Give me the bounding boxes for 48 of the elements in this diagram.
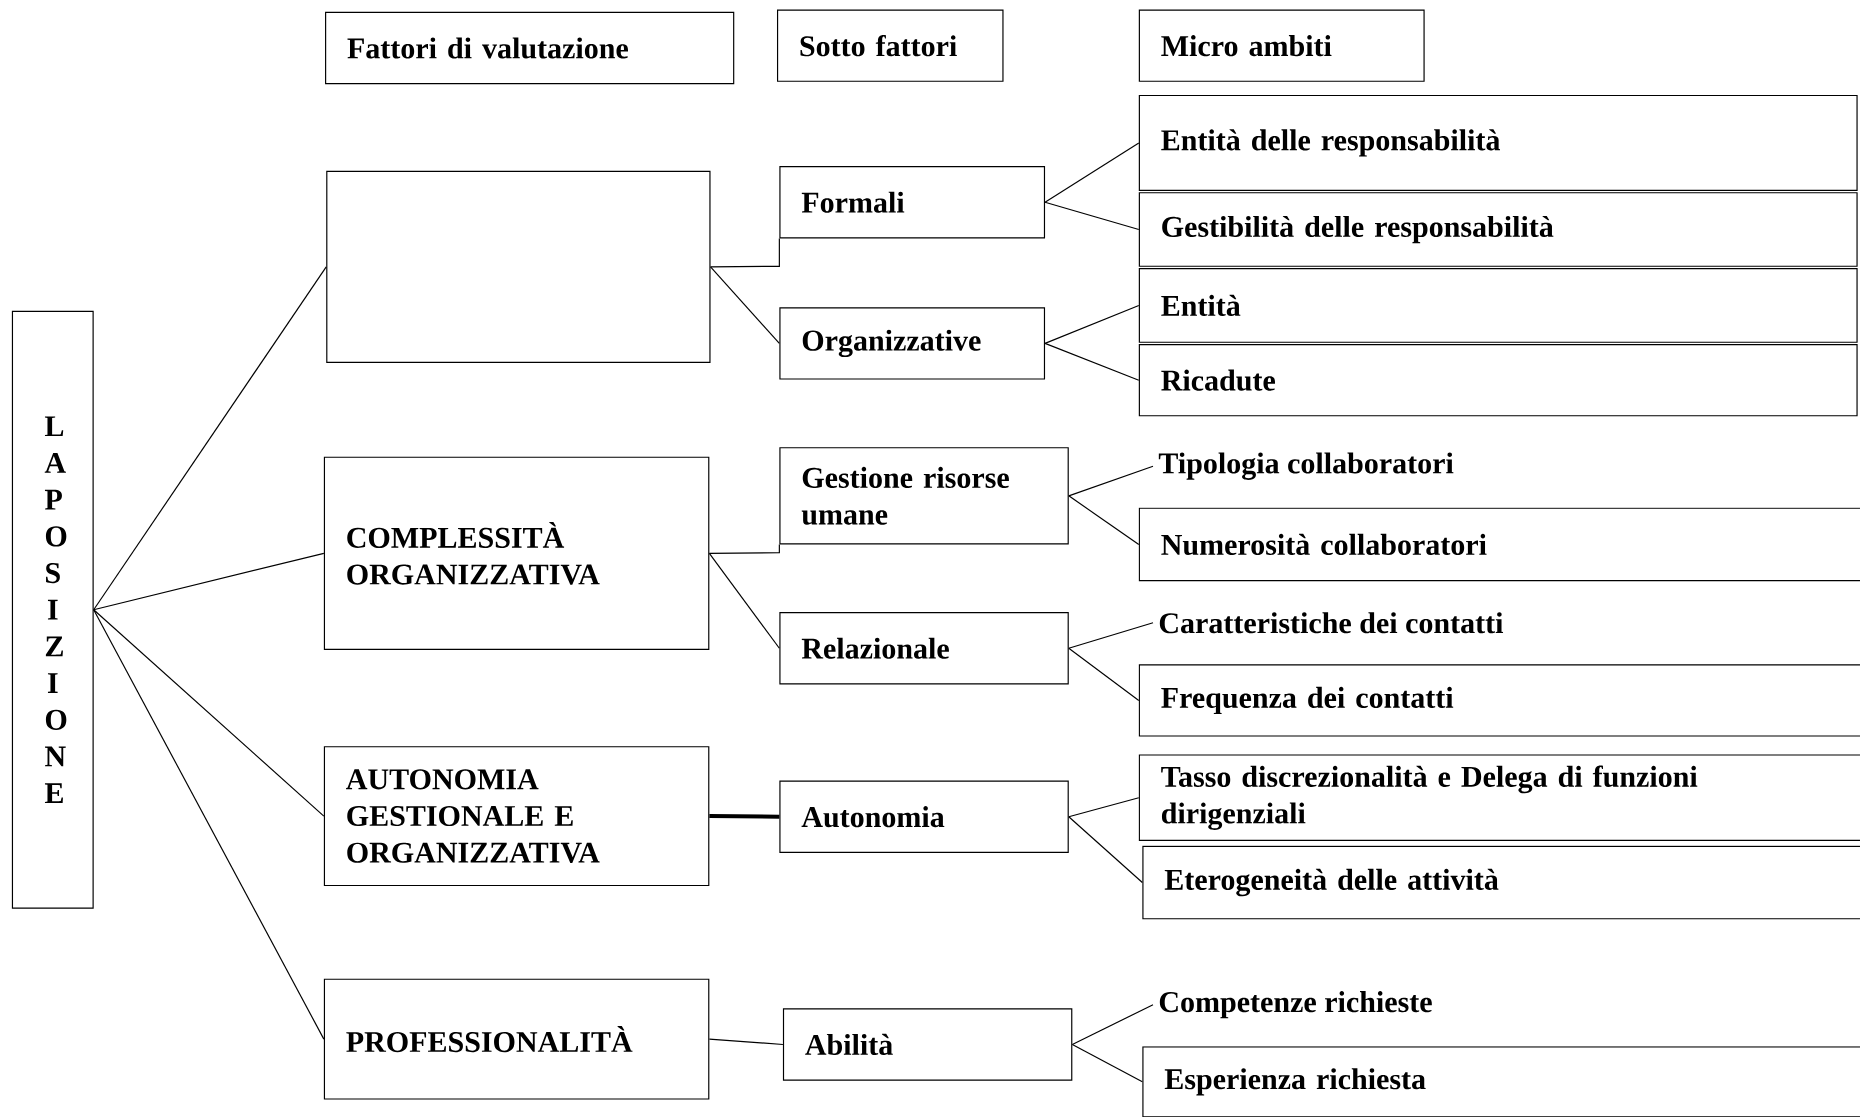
- micro-area-label: Tipologia collaboratori: [1158, 452, 1454, 480]
- column-header: Sotto fattori: [777, 9, 1004, 82]
- connector-line: [1071, 1003, 1154, 1045]
- micro-area-label: Caratteristiche dei contatti: [1159, 612, 1504, 634]
- connector-line: [1044, 142, 1140, 203]
- subfactor-box: Autonomia: [779, 780, 1069, 853]
- connector-line: [1044, 342, 1140, 381]
- connector-line: [1071, 1043, 1143, 1083]
- factor-box: COMPLESSITÀ ORGANIZZATIVA: [323, 456, 710, 650]
- micro-area-box: Entità delle responsabilità: [1138, 94, 1858, 191]
- micro-area-box: Esperienza richiesta: [1142, 1046, 1860, 1117]
- connector-line: [708, 552, 780, 649]
- micro-area-box: Numerosità collaboratori: [1138, 507, 1860, 582]
- factor-box: AUTONOMIA GESTIONALE E ORGANIZZATIVA: [323, 745, 710, 886]
- connector-line: [709, 237, 780, 268]
- connector-line: [1068, 796, 1140, 818]
- title-box: LA POSIZIONE: [11, 310, 94, 909]
- connector-line: [93, 552, 325, 611]
- subfactor-box: Formali: [779, 165, 1046, 239]
- connector-line: [1044, 201, 1140, 230]
- micro-area-box: Frequenza dei contatti: [1138, 664, 1860, 737]
- connector-line: [93, 608, 325, 817]
- empty-box: [326, 170, 711, 363]
- connector-line: [1068, 647, 1140, 701]
- connector-line: [93, 266, 327, 611]
- connector-line: [708, 1038, 784, 1045]
- connector-line: [709, 266, 780, 344]
- subfactor-box: Relazionale: [779, 611, 1069, 685]
- subfactor-box: Organizzative: [779, 307, 1046, 380]
- subfactor-box: Gestione risorse umane: [779, 447, 1069, 545]
- factor-box: PROFESSIONALITÀ: [323, 978, 710, 1100]
- micro-area-box: Entità: [1138, 267, 1858, 343]
- column-header: Fattori di valutazione: [325, 11, 735, 84]
- connector-line: [1068, 621, 1154, 649]
- connector-line: [708, 543, 780, 554]
- micro-area-box: Ricadute: [1138, 343, 1858, 417]
- subfactor-box: Abilità: [782, 1008, 1073, 1081]
- connector-line: [1068, 465, 1154, 497]
- micro-area-box: Tasso discrezionalità e Delega di funzioni dirigenziali: [1138, 754, 1860, 841]
- micro-area-box: Eterogeneità delle attività: [1142, 845, 1860, 920]
- connector-line: [709, 813, 780, 819]
- column-header: Micro ambiti: [1138, 9, 1425, 82]
- connector-line: [1068, 815, 1143, 883]
- connector-line: [1068, 495, 1140, 545]
- micro-area-box: Gestibilità delle responsabilità: [1138, 191, 1858, 267]
- connector-line: [93, 608, 325, 1040]
- micro-area-label: Competenze richieste: [1159, 990, 1432, 1019]
- connector-line: [1044, 304, 1140, 344]
